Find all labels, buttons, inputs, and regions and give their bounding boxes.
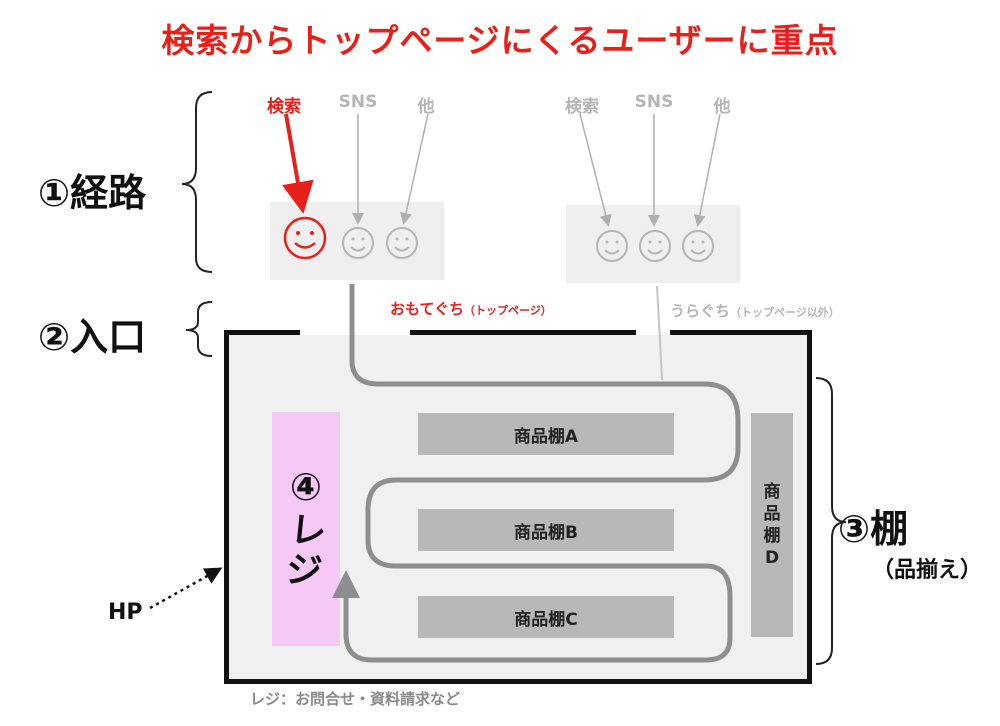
source-sns: SNS [338,92,378,112]
smiley-eye [658,240,662,244]
route-label: ①経路 [38,171,147,215]
smiley-face-icon [639,230,671,262]
shelves-sublabel: （品揃え） [872,558,983,583]
smiley-eye [701,240,705,244]
smiley-eye [691,240,695,244]
arrow-search [579,113,612,227]
shelf-d-char: D [764,548,780,568]
shelf-d-char: 棚 [763,526,781,546]
shelf-d-char: 商 [763,482,781,502]
smiley-eye [615,240,619,244]
shelf-a: 商品棚A [418,413,674,455]
source-other: 他 [713,97,731,117]
smiley-face-icon [682,230,714,262]
source-other: 他 [417,97,435,117]
smiley-eye [648,240,652,244]
diagram-title: 検索からトップページにくるユーザーに重点 [161,21,839,60]
back-door-name: うらぐち [670,302,731,320]
smiley-eye [361,237,365,241]
shelves-brace [815,377,847,665]
shelf-b: 商品棚B [418,509,674,551]
front-door-note: （トップページ） [463,304,552,317]
back-door-note: （トップページ以外） [730,306,840,319]
hp-label: HP [108,600,143,625]
route-brace [181,91,213,273]
smiley-face-icon [596,230,628,262]
smiley-eye [395,237,399,241]
arrow-search-highlighted [282,113,314,214]
register-footnote: レジ：お問合せ・資料請求など [250,690,461,708]
shelf-d-char: 品 [763,504,781,524]
shelf-a-label: 商品棚A [513,426,579,447]
customer-path-arrowhead [332,570,360,598]
smiley-eye [605,240,609,244]
smiley-face-icon [386,227,418,259]
arrow-other [693,113,721,227]
shelf-d: 商 品 棚 D [751,413,793,637]
register-number: ④ [289,465,323,509]
arrow-other [400,113,429,225]
front-door-label: おもてぐち（トップページ） [390,298,552,319]
smiley-face-icon [342,227,374,259]
customer-path [343,284,741,663]
shelf-c: 商品棚C [418,596,674,638]
entrance-brace [185,301,213,357]
back-door-path [656,285,663,381]
source-search: 検索 [565,97,599,117]
smiley-eye [405,237,409,241]
source-search-highlighted: 検索 [267,97,301,117]
front-door-gap [300,327,410,337]
back-door-label: うらぐち（トップページ以外） [670,300,840,321]
register-area [272,412,340,646]
hp-pointer-arrow [149,567,223,610]
back-door-gap [636,327,670,337]
front-door-name: おもてぐち [390,300,464,318]
shelf-b-label: 商品棚B [514,522,578,543]
source-sns: SNS [634,92,674,112]
smiley-eye [351,237,355,241]
entrance-label: ②入口 [38,315,147,359]
smiley-face-icon [283,216,327,260]
shelf-c-label: 商品棚C [514,609,578,630]
shelves-label: ③棚 [838,507,909,551]
